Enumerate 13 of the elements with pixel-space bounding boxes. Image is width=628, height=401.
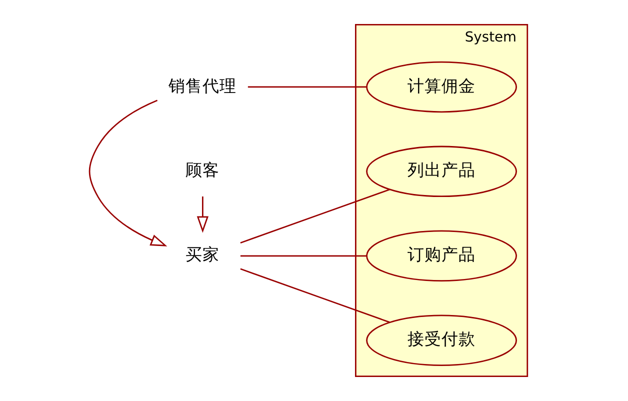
connector xyxy=(248,86,366,88)
arrow xyxy=(196,196,209,233)
node-ellipse: 列出产品 xyxy=(366,146,517,198)
node-ellipse: 订购产品 xyxy=(366,230,517,282)
connector xyxy=(240,255,367,257)
node-ellipse: 计算佣金 xyxy=(366,61,517,113)
node-ellipse: 接受付款 xyxy=(366,314,517,366)
node-text: 买家 xyxy=(186,245,220,264)
connector xyxy=(240,188,390,244)
node-text: 销售代理 xyxy=(168,76,237,96)
arrow xyxy=(88,100,168,246)
node-text: 顾客 xyxy=(186,160,220,180)
connector xyxy=(240,268,390,323)
